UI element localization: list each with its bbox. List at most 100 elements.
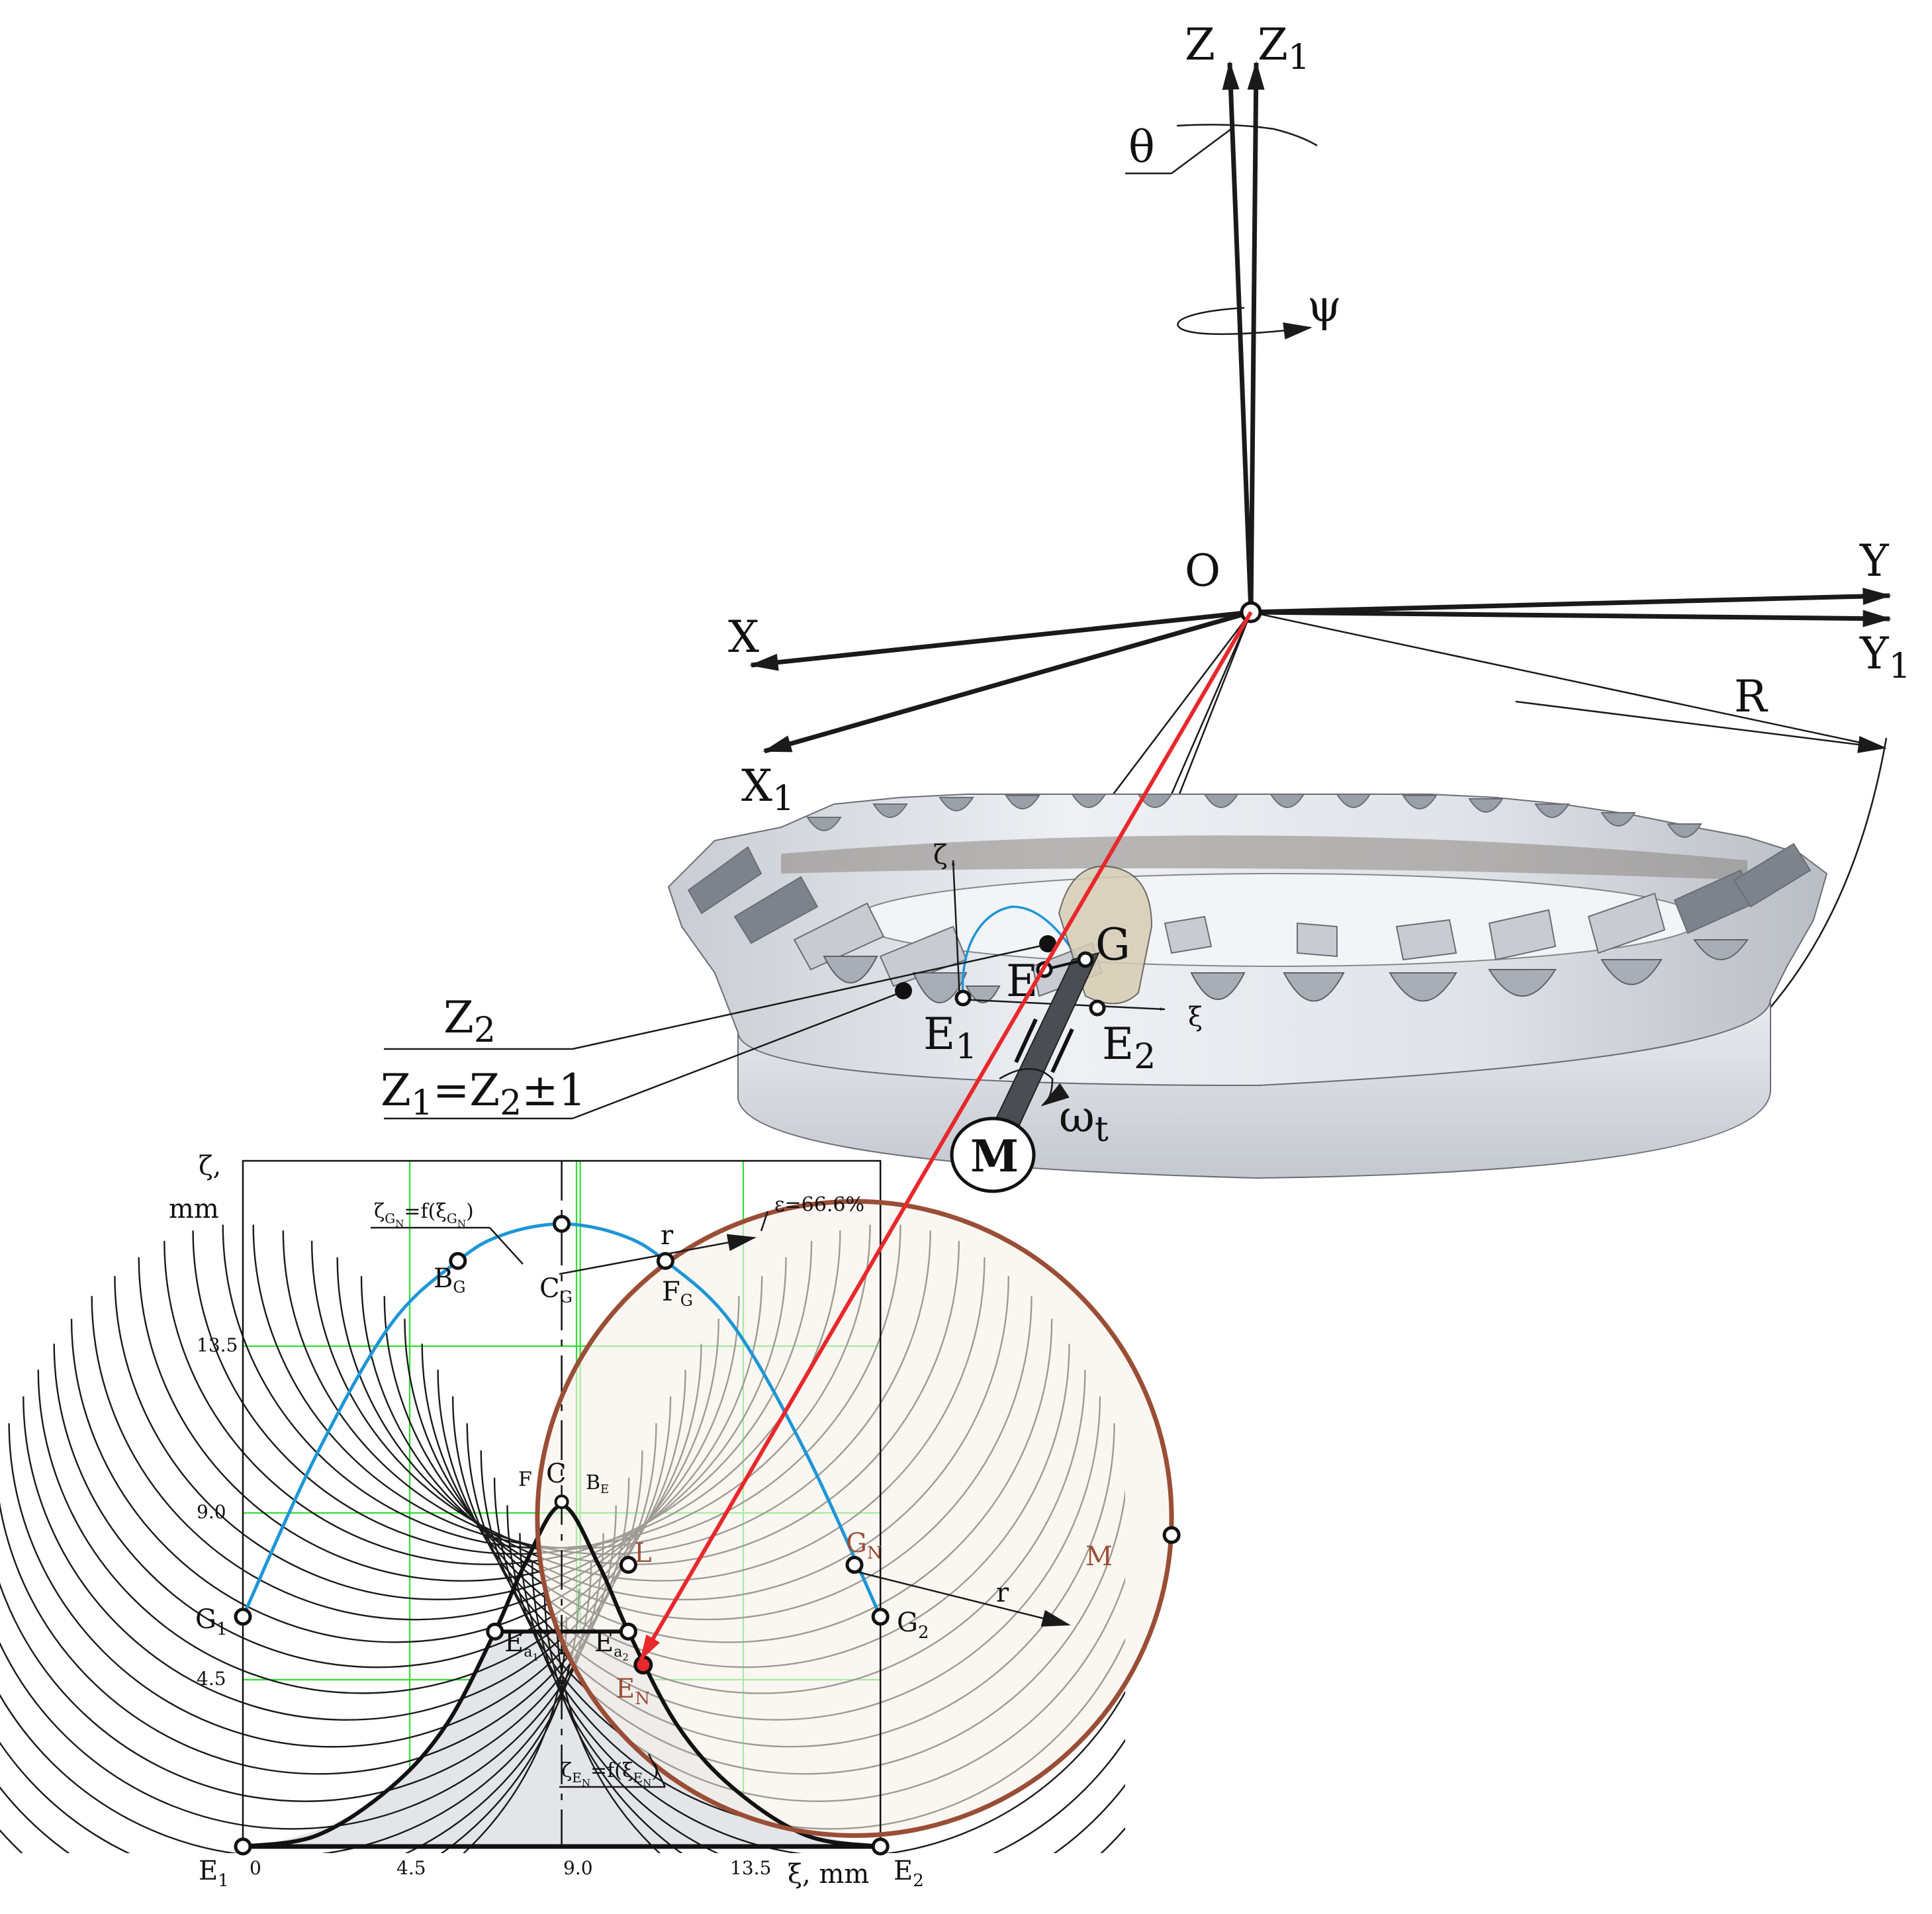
psi-rotation-arrow bbox=[1177, 306, 1312, 340]
label-psi: ψ bbox=[1307, 281, 1342, 332]
back-teeth bbox=[806, 794, 1702, 838]
curve-g-label: ζGN=f(ξGN) bbox=[374, 1200, 474, 1230]
tool-bearing-2 bbox=[1050, 1028, 1074, 1073]
cutter-arc bbox=[0, 1588, 580, 1853]
z-axis bbox=[1222, 61, 1254, 613]
point-bg bbox=[449, 1252, 467, 1270]
theta-leader-2 bbox=[1171, 128, 1232, 175]
tooth-gaps bbox=[823, 939, 1749, 1003]
label-gear-e1: E1 bbox=[923, 1009, 977, 1067]
x1-axis bbox=[762, 610, 1252, 754]
y-tick-2: 4.5 bbox=[197, 1668, 226, 1690]
profile-plot: 0 4.5 9.0 13.5 13.5 9.0 4.5 ζ, mm ξ, mm … bbox=[0, 1151, 1181, 1891]
cutter-arc bbox=[556, 1616, 1125, 1853]
label-z1-eq: Z1=Z2±1 bbox=[381, 1065, 586, 1123]
label-y1: Y1 bbox=[1859, 628, 1911, 686]
point-e1 bbox=[234, 1837, 252, 1856]
theta-arc bbox=[1176, 124, 1318, 147]
x-axis-label: ξ, mm bbox=[788, 1859, 869, 1890]
label-y: Y bbox=[1859, 535, 1890, 586]
cutter-circle-fill bbox=[537, 1201, 1172, 1836]
label-gear-g: G bbox=[1095, 919, 1130, 970]
point-g2 bbox=[871, 1608, 890, 1626]
label-origin: O bbox=[1185, 545, 1220, 596]
point-l bbox=[619, 1555, 637, 1574]
radius-line bbox=[1250, 611, 1886, 749]
label-ce: C bbox=[546, 1459, 567, 1489]
label-theta: θ bbox=[1128, 122, 1155, 173]
label-be: BE bbox=[586, 1471, 609, 1496]
x-tick-1: 4.5 bbox=[396, 1857, 426, 1879]
label-e1: E1 bbox=[199, 1856, 229, 1891]
label-g1: G1 bbox=[195, 1604, 228, 1639]
point-m bbox=[1162, 1526, 1181, 1544]
label-zeta-gear: ζ bbox=[933, 840, 948, 870]
gear-dot-z2 bbox=[895, 982, 912, 999]
x-tick-0: 0 bbox=[250, 1857, 261, 1879]
point-cg bbox=[553, 1214, 571, 1233]
curve-g-leader bbox=[489, 1227, 524, 1265]
label-e2: E2 bbox=[894, 1856, 924, 1891]
label-gn: GN bbox=[846, 1528, 882, 1563]
z2-leader bbox=[572, 944, 1045, 1050]
x-axis bbox=[749, 610, 1252, 671]
eps-label: ε=66.6% bbox=[774, 1193, 864, 1216]
tool-bearing-1 bbox=[1014, 1018, 1038, 1064]
crown-gear: M ωt ζ ξ E G E1 E2 Z2 Z1=Z2±1 bbox=[381, 794, 1828, 1193]
z1-leader bbox=[572, 991, 901, 1120]
gear-point-e1 bbox=[954, 989, 972, 1007]
gear-dot-z1 bbox=[1039, 935, 1056, 952]
y-axis-label: ζ, bbox=[199, 1151, 221, 1181]
label-ea1: Ea1 bbox=[504, 1627, 539, 1663]
label-cg: CG bbox=[539, 1273, 573, 1306]
x-tick-3: 13.5 bbox=[730, 1857, 771, 1879]
cutter-circle bbox=[535, 1199, 1174, 1839]
label-gear-e: E bbox=[1006, 956, 1038, 1007]
label-ea2: Ea2 bbox=[594, 1627, 629, 1663]
point-ce bbox=[554, 1494, 569, 1510]
plot-ticks: 0 4.5 9.0 13.5 13.5 9.0 4.5 bbox=[197, 1334, 771, 1879]
spherical-arc bbox=[1747, 737, 1888, 1033]
gear-inner-cavity bbox=[781, 835, 1747, 880]
gear-inner-floor bbox=[853, 873, 1702, 967]
radius-arrow bbox=[1515, 700, 1887, 753]
eps-leader bbox=[760, 1210, 769, 1232]
label-z1: Z1 bbox=[1258, 19, 1310, 77]
cutter-arc bbox=[543, 1588, 1125, 1853]
y1-axis bbox=[1250, 610, 1892, 627]
motor-label: M bbox=[970, 1130, 1019, 1182]
y-tick-1: 9.0 bbox=[197, 1501, 226, 1523]
label-omega: ωt bbox=[1059, 1091, 1109, 1150]
label-fe: F bbox=[518, 1468, 532, 1491]
cutter-arc bbox=[0, 1561, 592, 1853]
motor-circle bbox=[950, 1116, 1036, 1193]
label-z: Z bbox=[1185, 19, 1215, 70]
r-label-top: r bbox=[661, 1220, 674, 1251]
label-x: X bbox=[728, 612, 759, 662]
omega-rotation-arrow bbox=[999, 1068, 1070, 1107]
z1-axis bbox=[1247, 61, 1265, 613]
label-xi-gear: ξ bbox=[1188, 1002, 1203, 1032]
r-label-right: r bbox=[996, 1578, 1009, 1608]
label-gear-e2: E2 bbox=[1102, 1019, 1156, 1077]
y-axis bbox=[1250, 588, 1892, 615]
point-gn bbox=[845, 1555, 864, 1574]
point-ea2 bbox=[619, 1622, 637, 1641]
curve-e-label: ζEN=f(ξEN) bbox=[561, 1759, 659, 1789]
label-fg: FG bbox=[662, 1277, 693, 1310]
plot-frame bbox=[242, 1160, 882, 1849]
label-r: R bbox=[1734, 671, 1769, 722]
front-teeth bbox=[687, 843, 1812, 997]
r-arrow-right bbox=[851, 1569, 1071, 1627]
red-projection-ray bbox=[639, 611, 1253, 1662]
label-z2: Z2 bbox=[443, 992, 496, 1050]
label-l: L bbox=[634, 1538, 652, 1569]
label-m: M bbox=[1085, 1541, 1113, 1572]
x-tick-2: 9.0 bbox=[563, 1857, 593, 1879]
cutter-arc bbox=[0, 1616, 568, 1853]
point-e2 bbox=[871, 1837, 890, 1856]
y-axis-unit: mm bbox=[169, 1194, 219, 1224]
label-bg: BG bbox=[434, 1263, 466, 1297]
point-ea1 bbox=[486, 1622, 504, 1641]
